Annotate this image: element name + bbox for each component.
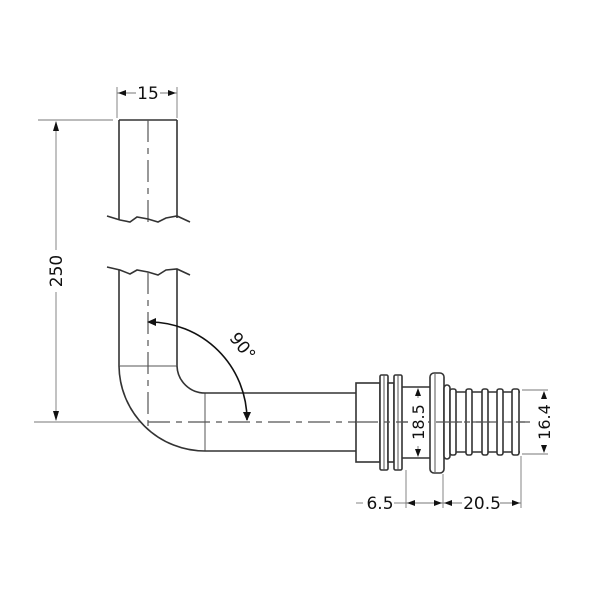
dimension-collar-offset: 6.5 [356, 470, 444, 514]
dimension-vertical-length: 250 [34, 119, 140, 423]
dimension-label-insert-diameter: 16.4 [535, 404, 554, 440]
dimension-collar-diameter: 18.5 [408, 388, 428, 457]
vertical-pipe-upper [106, 119, 191, 223]
vertical-pipe-lower [106, 266, 206, 452]
dimension-label-bend-angle: 90° [225, 329, 259, 365]
dimension-label-collar-offset: 6.5 [366, 494, 393, 514]
dimension-pipe-width: 15 [116, 84, 178, 118]
horizontal-pipe [148, 392, 530, 452]
dimension-bend-angle: 90° [147, 318, 259, 421]
dimension-label-pipe-width: 15 [137, 84, 159, 104]
dimension-insert-diameter: 16.4 [522, 389, 554, 455]
dimension-label-insert-length: 20.5 [463, 494, 501, 514]
connector-body [355, 372, 525, 474]
dimension-label-collar-diameter: 18.5 [409, 404, 428, 440]
dimension-label-vertical-length: 250 [47, 255, 67, 287]
dimension-insert-length: 20.5 [443, 456, 522, 514]
break-line-upper [106, 215, 191, 223]
